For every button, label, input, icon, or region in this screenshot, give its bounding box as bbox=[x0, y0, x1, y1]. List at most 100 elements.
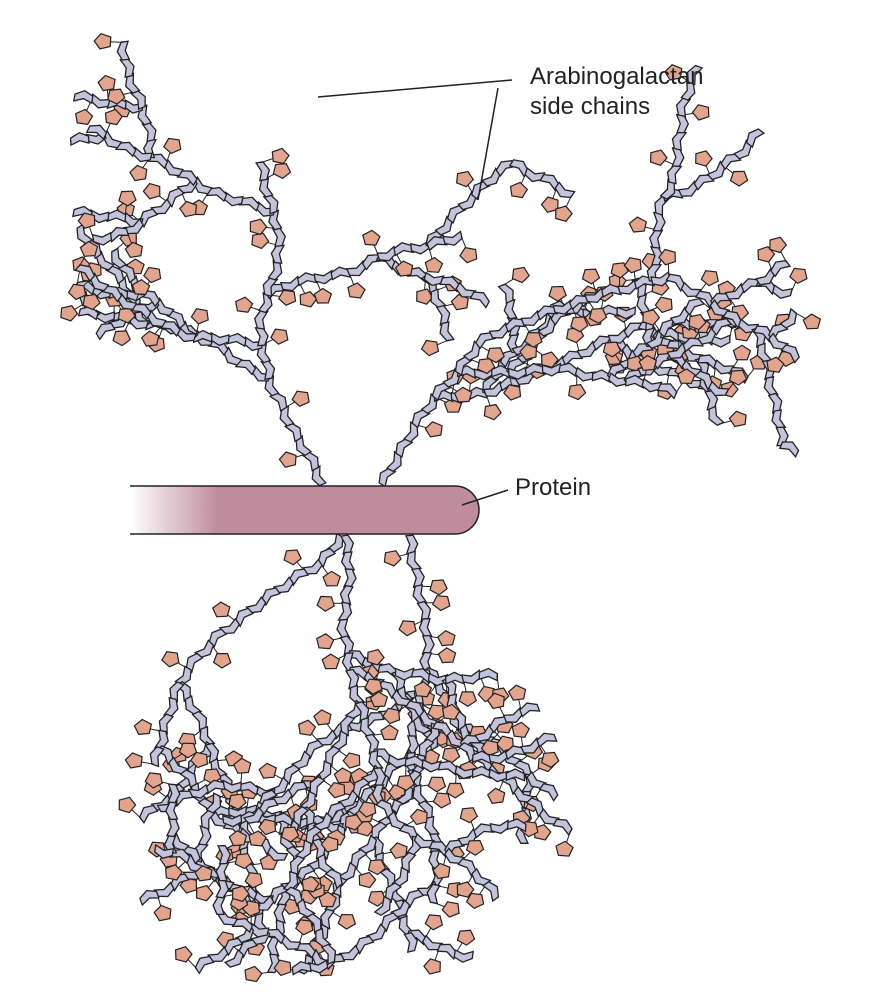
sugar-unit bbox=[346, 259, 367, 277]
arabinose-pentagon bbox=[316, 595, 335, 612]
arabinose-pentagon bbox=[424, 421, 443, 438]
arabinose-pentagon bbox=[769, 236, 788, 254]
sugar-unit bbox=[675, 96, 692, 118]
sugar-unit bbox=[261, 587, 281, 607]
arabinose-pentagon bbox=[117, 307, 136, 324]
sugar-unit bbox=[770, 259, 792, 278]
sugar-unit bbox=[342, 568, 357, 588]
sugar-unit bbox=[455, 281, 477, 298]
sugar-unit bbox=[536, 732, 558, 748]
sugar-unit bbox=[262, 193, 279, 215]
arabinose-pentagon bbox=[366, 649, 385, 666]
sugar-unit bbox=[709, 298, 731, 317]
sugar-unit bbox=[212, 895, 227, 916]
sugar-unit bbox=[174, 665, 192, 686]
sugar-unit bbox=[222, 779, 242, 794]
sugar-unit bbox=[420, 392, 438, 415]
arabinose-pentagon bbox=[453, 386, 473, 403]
sugar-unit bbox=[368, 749, 384, 771]
arabinose-pentagon bbox=[548, 285, 567, 302]
arabinose-pentagon bbox=[533, 824, 552, 841]
sugar-unit bbox=[74, 264, 96, 283]
arabinose-pentagon bbox=[729, 170, 749, 187]
sugar-unit bbox=[344, 668, 360, 690]
arabinose-pentagon bbox=[588, 307, 608, 325]
sugar-unit bbox=[193, 639, 215, 659]
arabinose-pentagon bbox=[358, 871, 377, 889]
sugar-unit bbox=[291, 960, 312, 976]
arabinose-pentagon bbox=[124, 752, 143, 769]
arabinose-pentagon bbox=[728, 410, 747, 428]
arabinose-pentagon bbox=[367, 859, 387, 876]
sugar-unit bbox=[666, 341, 687, 360]
sugar-unit bbox=[413, 832, 436, 849]
sugar-unit bbox=[520, 309, 541, 327]
sugar-unit bbox=[223, 346, 243, 366]
sugar-unit bbox=[337, 601, 353, 622]
sugar-unit bbox=[372, 767, 387, 788]
protein-backbone bbox=[130, 485, 480, 535]
sugar-unit bbox=[481, 880, 500, 903]
sugar-unit bbox=[591, 369, 612, 384]
arabinose-pentagon bbox=[190, 751, 209, 769]
arabinose-pentagon bbox=[258, 818, 277, 836]
sugar-unit bbox=[254, 326, 269, 347]
sugar-unit bbox=[696, 325, 717, 345]
sugar-unit bbox=[439, 276, 460, 293]
sugar-unit bbox=[116, 263, 136, 284]
sugar-unit bbox=[475, 332, 497, 350]
arabinose-pentagon bbox=[423, 958, 441, 975]
sugar-unit bbox=[216, 844, 232, 865]
sugar-unit bbox=[687, 64, 704, 86]
sugar-unit bbox=[434, 215, 453, 236]
arabinose-pentagon bbox=[153, 904, 172, 922]
arabinose-pentagon bbox=[610, 262, 629, 279]
arabinose-pentagon bbox=[362, 229, 381, 246]
arabinose-pentagon bbox=[424, 256, 444, 273]
arabinose-pentagon bbox=[700, 270, 719, 287]
sugar-unit bbox=[271, 788, 293, 805]
arabinose-pentagon bbox=[327, 781, 346, 799]
sugar-unit bbox=[421, 634, 435, 655]
arabinose-pentagon bbox=[142, 182, 161, 200]
sugar-unit bbox=[197, 825, 212, 846]
sugar-unit bbox=[149, 746, 165, 768]
sugar-unit bbox=[478, 667, 499, 682]
sugar-unit bbox=[320, 943, 337, 966]
sugar-unit bbox=[520, 736, 541, 754]
arabinose-pentagon bbox=[382, 707, 401, 725]
sugar-unit bbox=[387, 753, 409, 769]
arabinose-pentagon bbox=[570, 316, 589, 333]
sugar-unit bbox=[305, 913, 322, 935]
arabinose-pentagon bbox=[79, 240, 99, 257]
sugar-unit bbox=[537, 316, 556, 337]
side-chains-label-line2: side chains bbox=[530, 93, 651, 120]
sugar-unit bbox=[194, 955, 215, 975]
sugar-unit bbox=[192, 329, 213, 344]
arabinose-pentagon bbox=[664, 63, 683, 81]
sugar-unit bbox=[722, 310, 743, 329]
sugar-unit bbox=[423, 271, 445, 287]
arabinose-pentagon bbox=[642, 309, 661, 326]
sugar-unit bbox=[294, 943, 316, 959]
arabinose-pentagon bbox=[396, 774, 416, 792]
sugar-unit bbox=[616, 306, 637, 320]
sugar-unit bbox=[176, 170, 198, 187]
sugar-unit bbox=[404, 755, 425, 770]
sugar-unit bbox=[317, 853, 335, 874]
sugar-unit bbox=[436, 943, 458, 961]
sugar-unit bbox=[504, 745, 527, 761]
arabinose-pentagon bbox=[143, 266, 162, 284]
arabinose-pentagon bbox=[164, 864, 183, 881]
arabinose-pentagon bbox=[507, 684, 527, 701]
arabinose-pentagon bbox=[429, 579, 448, 596]
arabinose-pentagon bbox=[441, 703, 461, 721]
sugar-unit bbox=[376, 245, 397, 262]
arabinose-pentagon bbox=[258, 762, 277, 779]
sugar-unit bbox=[505, 768, 526, 782]
arabinose-pentagon bbox=[251, 232, 270, 250]
sugar-unit bbox=[457, 742, 476, 763]
sugar-unit bbox=[431, 721, 452, 740]
